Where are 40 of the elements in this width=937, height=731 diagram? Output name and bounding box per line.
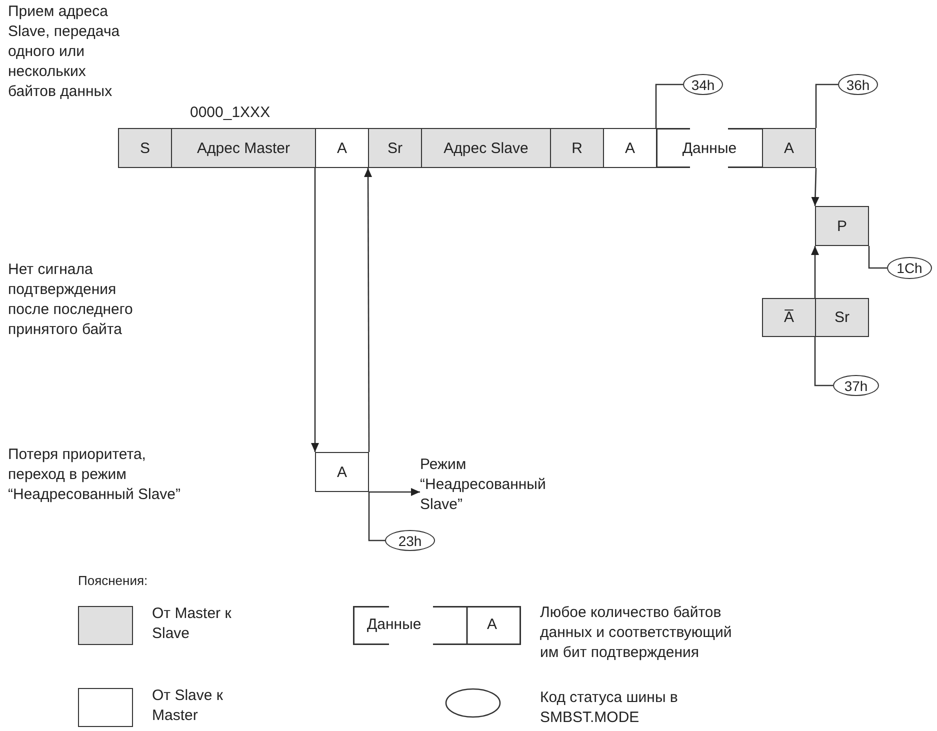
frame-field: A̅ [762, 298, 816, 337]
leader-line [815, 84, 838, 128]
legend-text: От Master к Slave [152, 604, 232, 644]
status-code-ellipse: 34h [683, 74, 723, 95]
legend-text: Любое количество байтов данных и соответствующий им бит подтверждения [540, 603, 733, 663]
frame-field: A [315, 452, 369, 492]
arrow [811, 168, 820, 206]
data-field: Данные [656, 128, 763, 168]
note-text: Потеря приоритета, переход в режим “Неадресованный Slave” [8, 445, 182, 505]
status-code-ellipse: 36h [838, 74, 878, 95]
frame-field: S [118, 128, 172, 168]
frame-field: R [550, 128, 604, 168]
frame-field: Адрес Master [171, 128, 316, 168]
note-text: Нет сигнала подтверждения после последнего принятого байта [8, 260, 134, 340]
arrow [364, 168, 372, 452]
leader-line [655, 84, 683, 128]
address-pattern: 0000_1XXX [190, 103, 272, 123]
note-text: Прием адреса Slave, передача одного или нескольких байтов данных [8, 2, 121, 102]
mode-note: Режим “Неадресованный Slave” [420, 455, 580, 515]
frame-field: A [762, 128, 816, 168]
arrow [311, 168, 319, 452]
sample-text: A [487, 615, 498, 635]
leader-line [814, 337, 833, 386]
legend-text: Код статуса шины в SMBST.MODE [540, 688, 679, 728]
frame-field: A [603, 128, 657, 168]
arrow [369, 488, 420, 496]
status-code-ellipse: 1Ch [887, 257, 932, 279]
status-code-ellipse: 23h [385, 530, 435, 551]
leader-line [868, 246, 887, 269]
status-code-ellipse: 37h [833, 375, 879, 396]
arrow [811, 246, 819, 298]
sample-text: Данные [367, 615, 422, 635]
leader-line [368, 492, 385, 542]
legend-text: От Slave к Master [152, 686, 224, 726]
frame-field: P [815, 206, 869, 246]
frame-field: A [315, 128, 369, 168]
legend-title: Пояснения: [78, 572, 149, 590]
frame-field: Sr [815, 298, 869, 337]
frame-field: Sr [368, 128, 422, 168]
frame-field: Адрес Slave [421, 128, 551, 168]
